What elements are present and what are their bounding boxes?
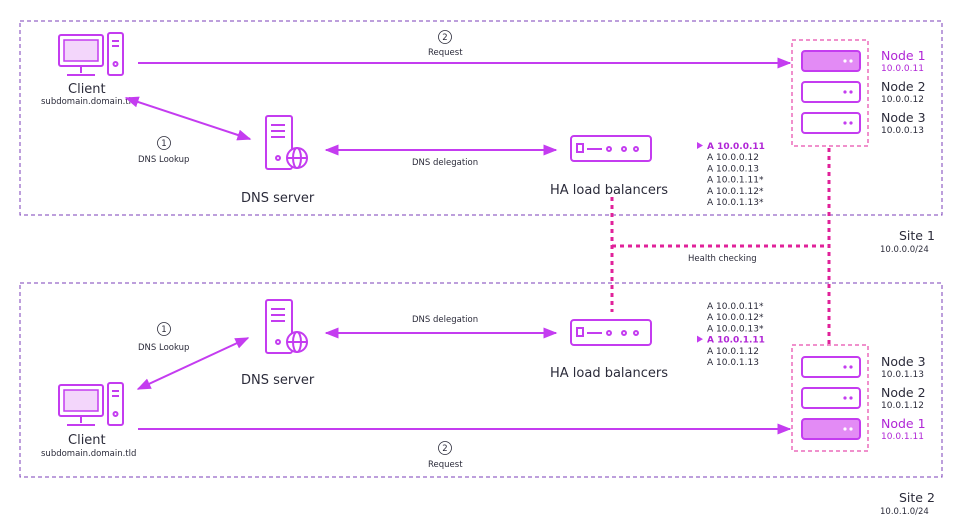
site1-subnet: 10.0.0.0/24 (880, 245, 929, 255)
site-2-boundary (19, 282, 943, 478)
site2-node-led-icon (849, 365, 853, 369)
site2-node-server-icon (801, 418, 861, 440)
site1-node-led-icon (849, 90, 853, 94)
site2-node-led-icon (849, 427, 853, 431)
site2-step1-marker (157, 322, 171, 336)
site2-dns-server-label: DNS server (241, 373, 315, 388)
site1-dns-record: A 10.0.0.11 (707, 142, 765, 152)
site1-dns-record: A 10.0.1.12* (707, 187, 764, 197)
site1-node-ip: 10.0.0.12 (881, 95, 924, 105)
site1-node-name: Node 3 (881, 110, 926, 125)
site2-dns-records: A 10.0.0.11*A 10.0.0.12*A 10.0.0.13* A 10… (697, 302, 765, 368)
site2-subnet: 10.0.1.0/24 (880, 507, 929, 517)
site1-node-ip: 10.0.0.13 (881, 126, 924, 136)
site2-client-host: subdomain.domain.tld (41, 449, 136, 459)
site2-node-name: Node 2 (881, 385, 926, 400)
site2-dns-record: A 10.0.0.11* (707, 302, 764, 312)
site2-node-name: Node 3 (881, 354, 926, 369)
site1-node-led-icon (843, 121, 847, 125)
site1-node-name: Node 1 (881, 48, 926, 63)
site2-step2-label: Request (428, 460, 463, 470)
site1-step2-number: 2 (442, 33, 447, 43)
site2-node-cluster-boundary (791, 344, 869, 452)
site1-node-server-icon (801, 112, 861, 134)
site1-dns-lookup-arrow (124, 96, 252, 141)
site2-step2-marker (438, 441, 452, 455)
site2-dns-lookup-arrow (136, 337, 250, 390)
site2-dns-server-icon (265, 299, 308, 354)
site1-step1-marker (157, 136, 171, 150)
health-check-label: Health checking (688, 254, 757, 264)
site1-dns-record: A 10.0.0.13 (707, 164, 759, 174)
site2-name: Site 2 (899, 490, 935, 505)
site2-record-pointer-icon (697, 335, 703, 343)
site-1-boundary (19, 20, 943, 216)
site2-node-ip: 10.0.1.13 (881, 370, 924, 380)
site1-dns-record: A 10.0.1.13* (707, 198, 764, 208)
site1-step2-label: Request (428, 48, 463, 58)
site1-client-label: Client (68, 82, 106, 97)
site2-load-balancer-icon (570, 319, 652, 346)
site1-dns-record: A 10.0.0.12 (707, 153, 759, 163)
site1-node-led-icon (843, 59, 847, 63)
site1-step2-marker (438, 30, 452, 44)
site2-node-server-icon (801, 356, 861, 378)
site2-step1-number: 1 (161, 325, 166, 335)
site2-dns-record: A 10.0.1.12 (707, 347, 759, 357)
site2-dns-record: A 10.0.0.12* (707, 313, 764, 323)
site1-client-computer-icon (58, 32, 124, 76)
site2-node-server-icon (801, 387, 861, 409)
site2-node-led-icon (843, 396, 847, 400)
site2-dns-record: A 10.0.0.13* (707, 324, 764, 334)
site2-step2-number: 2 (442, 444, 447, 454)
site1-dns-server-icon (265, 115, 308, 170)
site1-dns-server-label: DNS server (241, 191, 315, 206)
site2-node-ip: 10.0.1.12 (881, 401, 924, 411)
site1-name: Site 1 (899, 228, 935, 243)
site2-dns-delegation-label: DNS delegation (412, 315, 478, 325)
site2-node-led-icon (843, 365, 847, 369)
site2-node-ip: 10.0.1.11 (881, 432, 924, 442)
site1-node-cluster-boundary (791, 39, 869, 147)
site1-client-host: subdomain.domain.tld (41, 97, 136, 107)
site2-client-label: Client (68, 433, 106, 448)
site1-load-balancer-icon (570, 135, 652, 162)
site1-node-led-icon (843, 90, 847, 94)
site2-node-name: Node 1 (881, 416, 926, 431)
site2-node-led-icon (849, 396, 853, 400)
site2-node-led-icon (843, 427, 847, 431)
site2-dns-record: A 10.0.1.13 (707, 358, 759, 368)
site2-dns-record: A 10.0.1.11 (707, 336, 765, 346)
site1-load-balancer-label: HA load balancers (550, 183, 668, 198)
health-check-lines (610, 148, 831, 345)
site1-dns-records: A 10.0.0.11A 10.0.0.12A 10.0.0.13 A 10.0.… (697, 142, 765, 208)
site1-node-name: Node 2 (881, 79, 926, 94)
site1-node-server-icon (801, 81, 861, 103)
site2-step1-label: DNS Lookup (138, 343, 189, 353)
site1-step1-label: DNS Lookup (138, 155, 189, 165)
site1-dns-delegation-label: DNS delegation (412, 158, 478, 168)
site2-load-balancer-label: HA load balancers (550, 366, 668, 381)
site1-node-server-icon (801, 50, 861, 72)
site1-node-ip: 10.0.0.11 (881, 64, 924, 74)
site1-step1-number: 1 (161, 139, 166, 149)
site1-dns-record: A 10.0.1.11* (707, 176, 764, 186)
site2-client-computer-icon (58, 382, 124, 426)
site1-node-led-icon (849, 59, 853, 63)
site1-record-pointer-icon (697, 142, 703, 149)
site1-node-led-icon (849, 121, 853, 125)
